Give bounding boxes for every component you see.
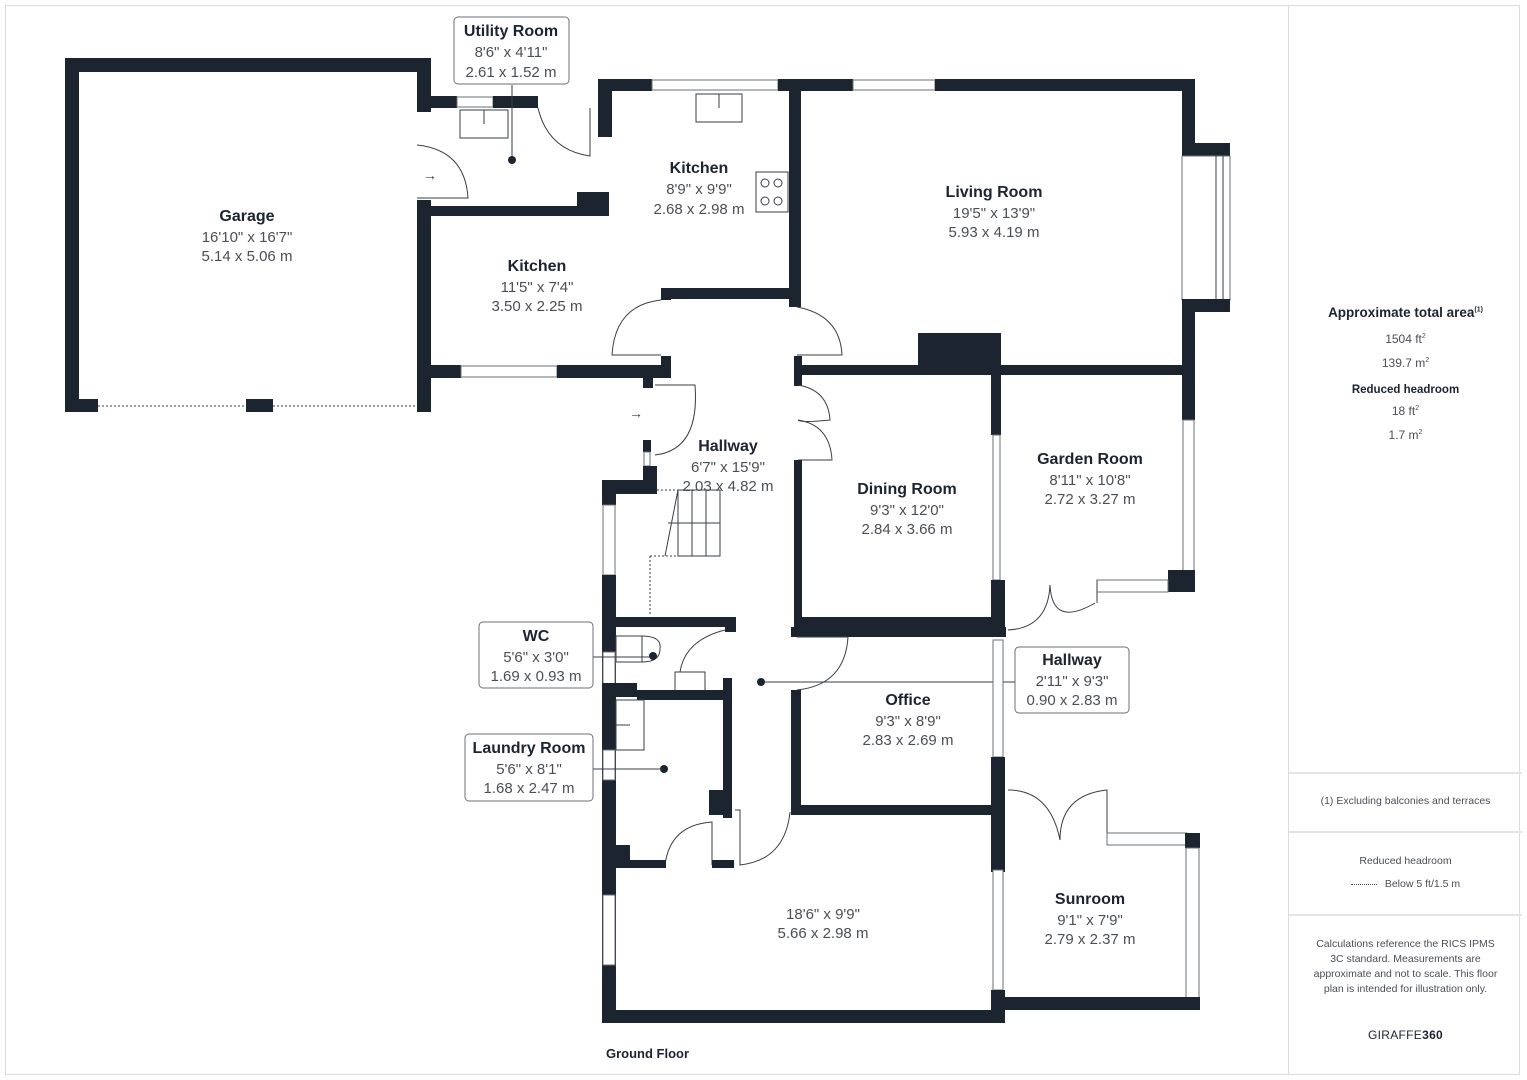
svg-text:→: →: [629, 405, 643, 421]
reduced-headroom-title: Reduced headroom: [1351, 384, 1460, 396]
room-label-kitchen-upper: Kitchen 8'9" x 9'9" 2.68 x 2.98 m: [654, 160, 745, 218]
total-area-section: Approximate total area(1) 1504 ft2 139.7…: [1289, 305, 1522, 446]
room-label-office: Office 9'3" x 8'9" 2.83 x 2.69 m: [863, 692, 954, 749]
svg-text:WC: WC: [523, 628, 550, 645]
svg-text:2.79 x 2.37 m: 2.79 x 2.37 m: [1045, 931, 1136, 948]
svg-text:5'6" x 3'0": 5'6" x 3'0": [503, 649, 569, 666]
svg-text:Dining Room: Dining Room: [857, 481, 957, 498]
svg-text:16'10" x 16'7": 16'10" x 16'7": [202, 229, 293, 246]
svg-text:→: →: [423, 167, 437, 183]
svg-text:2'11" x 9'3": 2'11" x 9'3": [1036, 673, 1109, 690]
total-area-ft: 1504 ft2: [1385, 332, 1426, 346]
svg-text:Kitchen: Kitchen: [508, 258, 567, 275]
garage-walls: [65, 58, 431, 412]
total-area-title: Approximate total area(1): [1328, 305, 1483, 320]
svg-text:5.66 x 2.98 m: 5.66 x 2.98 m: [778, 925, 869, 942]
room-label-kitchen-lower: Kitchen 11'5" x 7'4" 3.50 x 2.25 m: [492, 258, 583, 315]
legend-row: Below 5 ft/1.5 m: [1289, 877, 1522, 892]
svg-text:18'6" x 9'9": 18'6" x 9'9": [786, 906, 860, 923]
svg-text:2.68 x 2.98 m: 2.68 x 2.98 m: [654, 201, 745, 218]
svg-text:19'5" x 13'9": 19'5" x 13'9": [953, 205, 1035, 222]
utility-walls: →: [416, 96, 609, 216]
kitchen-upper-walls: [598, 79, 1195, 307]
svg-text:Utility Room: Utility Room: [464, 23, 558, 40]
svg-text:Hallway: Hallway: [1042, 652, 1102, 669]
svg-text:Hallway: Hallway: [698, 438, 758, 455]
wc-laundry-walls: [602, 617, 791, 966]
svg-text:5'6" x 8'1": 5'6" x 8'1": [496, 761, 562, 778]
room-label-living: Living Room 19'5" x 13'9" 5.93 x 4.19 m: [946, 184, 1043, 241]
divider: [1289, 772, 1522, 774]
disclaimer: Calculations reference the RICS IPMS 3C …: [1313, 938, 1498, 995]
divider: [1289, 831, 1522, 833]
office-sunroom-walls: [602, 627, 1200, 1023]
svg-text:8'11" x 10'8": 8'11" x 10'8": [1049, 472, 1130, 489]
svg-text:3.50 x 2.25 m: 3.50 x 2.25 m: [492, 298, 583, 315]
svg-text:8'6" x 4'11": 8'6" x 4'11": [475, 44, 548, 61]
room-callout-hallway-small: Hallway 2'11" x 9'3" 0.90 x 2.83 m: [1014, 646, 1130, 714]
svg-text:Office: Office: [885, 692, 930, 709]
svg-text:11'5" x 7'4": 11'5" x 7'4": [501, 279, 574, 296]
svg-text:1.69 x 0.93 m: 1.69 x 0.93 m: [491, 668, 582, 685]
room-callout-laundry: Laundry Room 5'6" x 8'1" 1.68 x 2.47 m: [464, 733, 662, 802]
svg-text:2.72 x 3.27 m: 2.72 x 3.27 m: [1045, 491, 1136, 508]
svg-text:Kitchen: Kitchen: [670, 160, 729, 177]
page-frame: [5, 5, 1520, 1075]
brand-logo: GIRAFFE360: [1367, 1028, 1444, 1042]
svg-text:2.61 x 1.52 m: 2.61 x 1.52 m: [466, 64, 557, 81]
room-label-garden: Garden Room 8'11" x 10'8" 2.72 x 3.27 m: [1037, 451, 1143, 508]
sidebar: Approximate total area(1) 1504 ft2 139.7…: [1288, 5, 1522, 1075]
svg-text:Sunroom: Sunroom: [1055, 891, 1125, 908]
svg-text:Living Room: Living Room: [946, 184, 1043, 201]
kitchen-lower-walls: [431, 288, 843, 386]
room-label-unnamed: 18'6" x 9'9" 5.66 x 2.98 m: [778, 906, 869, 942]
svg-text:Garden Room: Garden Room: [1037, 451, 1143, 468]
room-label-sunroom: Sunroom 9'1" x 7'9" 2.79 x 2.37 m: [1045, 891, 1136, 948]
svg-text:5.14 x 5.06 m: 5.14 x 5.06 m: [202, 248, 293, 265]
total-area-m: 139.7 m2: [1381, 356, 1430, 370]
svg-text:2.83 x 2.69 m: 2.83 x 2.69 m: [863, 732, 954, 749]
floor-label: Ground Floor: [606, 1046, 690, 1061]
reduced-headroom-m: 1.7 m2: [1388, 428, 1423, 442]
svg-text:9'3" x 12'0": 9'3" x 12'0": [870, 502, 944, 519]
svg-text:8'9" x 9'9": 8'9" x 9'9": [666, 181, 732, 198]
reduced-headroom-ft: 18 ft2: [1391, 404, 1420, 418]
floor-plan: →: [65, 16, 1231, 1023]
room-callout-wc: WC 5'6" x 3'0" 1.69 x 0.93 m: [478, 621, 650, 689]
room-label-garage: Garage 16'10" x 16'7" 5.14 x 5.06 m: [202, 208, 293, 265]
svg-text:Laundry Room: Laundry Room: [473, 740, 586, 757]
dotted-line-icon: [1350, 883, 1377, 885]
svg-text:0.90 x 2.83 m: 0.90 x 2.83 m: [1027, 692, 1118, 709]
svg-text:1.68 x 2.47 m: 1.68 x 2.47 m: [484, 780, 575, 797]
living-walls: [802, 79, 1231, 419]
svg-text:9'1" x 7'9": 9'1" x 7'9": [1057, 912, 1123, 929]
svg-text:9'3" x 8'9": 9'3" x 8'9": [875, 713, 941, 730]
room-callout-utility: Utility Room 8'6" x 4'11" 2.61 x 1.52 m: [453, 16, 570, 164]
svg-text:Garage: Garage: [219, 208, 274, 225]
dining-garden-walls: [802, 375, 1195, 631]
divider: [1289, 914, 1522, 916]
legend-title: Reduced headroom: [1359, 855, 1452, 867]
room-label-hallway-main: Hallway 6'7" x 15'9" 2.03 x 4.82 m: [683, 438, 774, 495]
svg-text:6'7" x 15'9": 6'7" x 15'9": [691, 459, 765, 476]
svg-text:2.03 x 4.82 m: 2.03 x 4.82 m: [683, 478, 774, 495]
svg-text:2.84 x 3.66 m: 2.84 x 3.66 m: [862, 521, 953, 538]
svg-text:5.93 x 4.19 m: 5.93 x 4.19 m: [949, 224, 1040, 241]
footnote: (1) Excluding balconies and terraces: [1320, 795, 1491, 807]
room-label-dining: Dining Room 9'3" x 12'0" 2.84 x 3.66 m: [857, 481, 957, 538]
